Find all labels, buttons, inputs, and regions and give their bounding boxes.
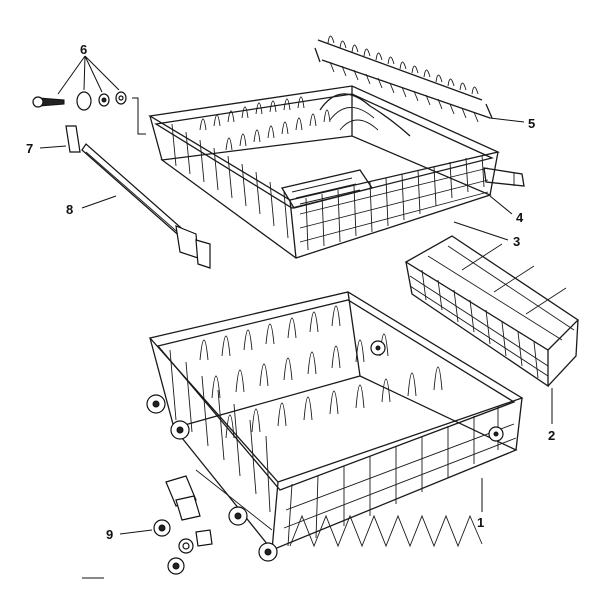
- label-part-6: 6: [80, 42, 87, 57]
- label-part-4: 4: [516, 210, 524, 225]
- label-part-8: 8: [66, 202, 73, 217]
- lower-rack-part-1: [146, 291, 524, 562]
- label-part-9: 9: [106, 527, 113, 542]
- label-part-5: 5: [528, 116, 535, 131]
- label-part-7: 7: [26, 141, 33, 156]
- leader-part-4: [489, 195, 513, 215]
- wheel-assembly-part-9: [119, 475, 213, 575]
- silverware-basket-part-2: [404, 235, 580, 424]
- label-part-3: 3: [513, 234, 520, 249]
- upper-rack-part-3: [148, 85, 501, 259]
- slide-rail-part-8: [81, 143, 211, 269]
- leader-part-5: [489, 117, 525, 123]
- label-part-1: 1: [477, 515, 484, 530]
- roller-assembly-part-6: [32, 55, 146, 135]
- rack-slide-part-4: [483, 167, 525, 187]
- label-part-2: 2: [548, 428, 555, 443]
- leader-part-3: [453, 221, 509, 241]
- bracket-part-7: [39, 125, 81, 153]
- cup-shelf-part-5: [314, 35, 493, 123]
